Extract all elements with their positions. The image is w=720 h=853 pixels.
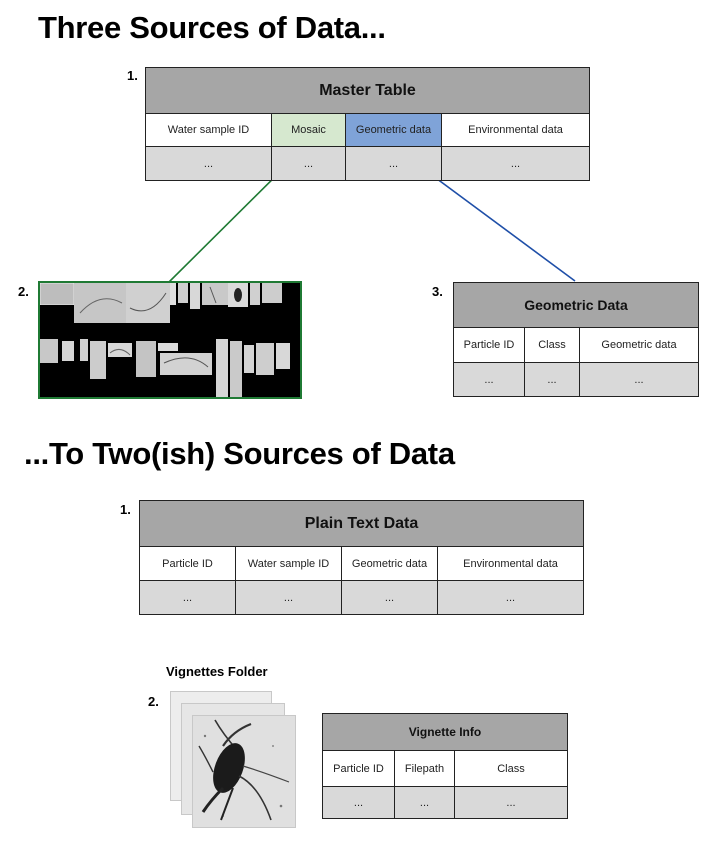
vignette-header-filepath: Filepath [394, 750, 455, 787]
vignette-header-class: Class [454, 750, 568, 787]
geometric-cell: ... [524, 362, 580, 397]
vignette-info-table: Vignette Info Particle ID Filepath Class… [322, 713, 568, 819]
plain-cell: ... [139, 580, 236, 615]
geometric-header-class: Class [524, 327, 580, 363]
vignette-info-title: Vignette Info [322, 713, 568, 751]
bottom-heading: ...To Two(ish) Sources of Data [24, 436, 455, 471]
geometric-cell: ... [579, 362, 699, 397]
plain-cell: ... [235, 580, 342, 615]
mosaic-image [38, 281, 302, 399]
vignette-cell: ... [394, 786, 455, 819]
vignette-cell: ... [454, 786, 568, 819]
vignettes-number: 2. [148, 694, 159, 709]
top-heading: Three Sources of Data... [38, 10, 386, 45]
geometric-data-table: Geometric Data Particle ID Class Geometr… [453, 282, 699, 397]
plain-text-table-title: Plain Text Data [138, 500, 585, 547]
plain-cell: ... [341, 580, 438, 615]
mosaic-number: 2. [18, 284, 29, 299]
plain-text-table-number: 1. [120, 502, 131, 517]
vignette-image-front [192, 715, 296, 828]
plain-cell: ... [436, 580, 585, 615]
geometric-header-particle-id: Particle ID [453, 327, 525, 363]
plain-header-water-sample-id: Water sample ID [235, 546, 342, 581]
copepod-specimen-graphic [193, 716, 295, 827]
master-header-environmental-data: Environmental data [441, 113, 590, 147]
master-header-water-sample-id: Water sample ID [145, 113, 272, 147]
master-table: Master Table Water sample ID Mosaic Geom… [145, 67, 590, 181]
master-header-geometric-data: Geometric data [345, 113, 442, 147]
vignette-header-particle-id: Particle ID [322, 750, 395, 787]
master-table-title: Master Table [145, 67, 590, 114]
plain-text-data-table: Plain Text Data Particle ID Water sample… [138, 500, 585, 615]
vignette-cell: ... [322, 786, 395, 819]
master-cell: ... [271, 146, 346, 181]
geometric-table-number: 3. [432, 284, 443, 299]
geometric-table-title: Geometric Data [453, 282, 699, 328]
mosaic-vignettes-graphic [40, 283, 300, 397]
geometric-header-geometric-data: Geometric data [579, 327, 699, 363]
master-table-number: 1. [127, 68, 138, 83]
geometric-cell: ... [453, 362, 525, 397]
master-cell: ... [345, 146, 442, 181]
plain-header-geometric-data: Geometric data [341, 546, 438, 581]
plain-header-particle-id: Particle ID [139, 546, 236, 581]
master-header-mosaic: Mosaic [271, 113, 346, 147]
master-cell: ... [145, 146, 272, 181]
master-cell: ... [441, 146, 590, 181]
plain-header-environmental-data: Environmental data [436, 546, 585, 581]
vignettes-folder-label: Vignettes Folder [166, 664, 268, 679]
